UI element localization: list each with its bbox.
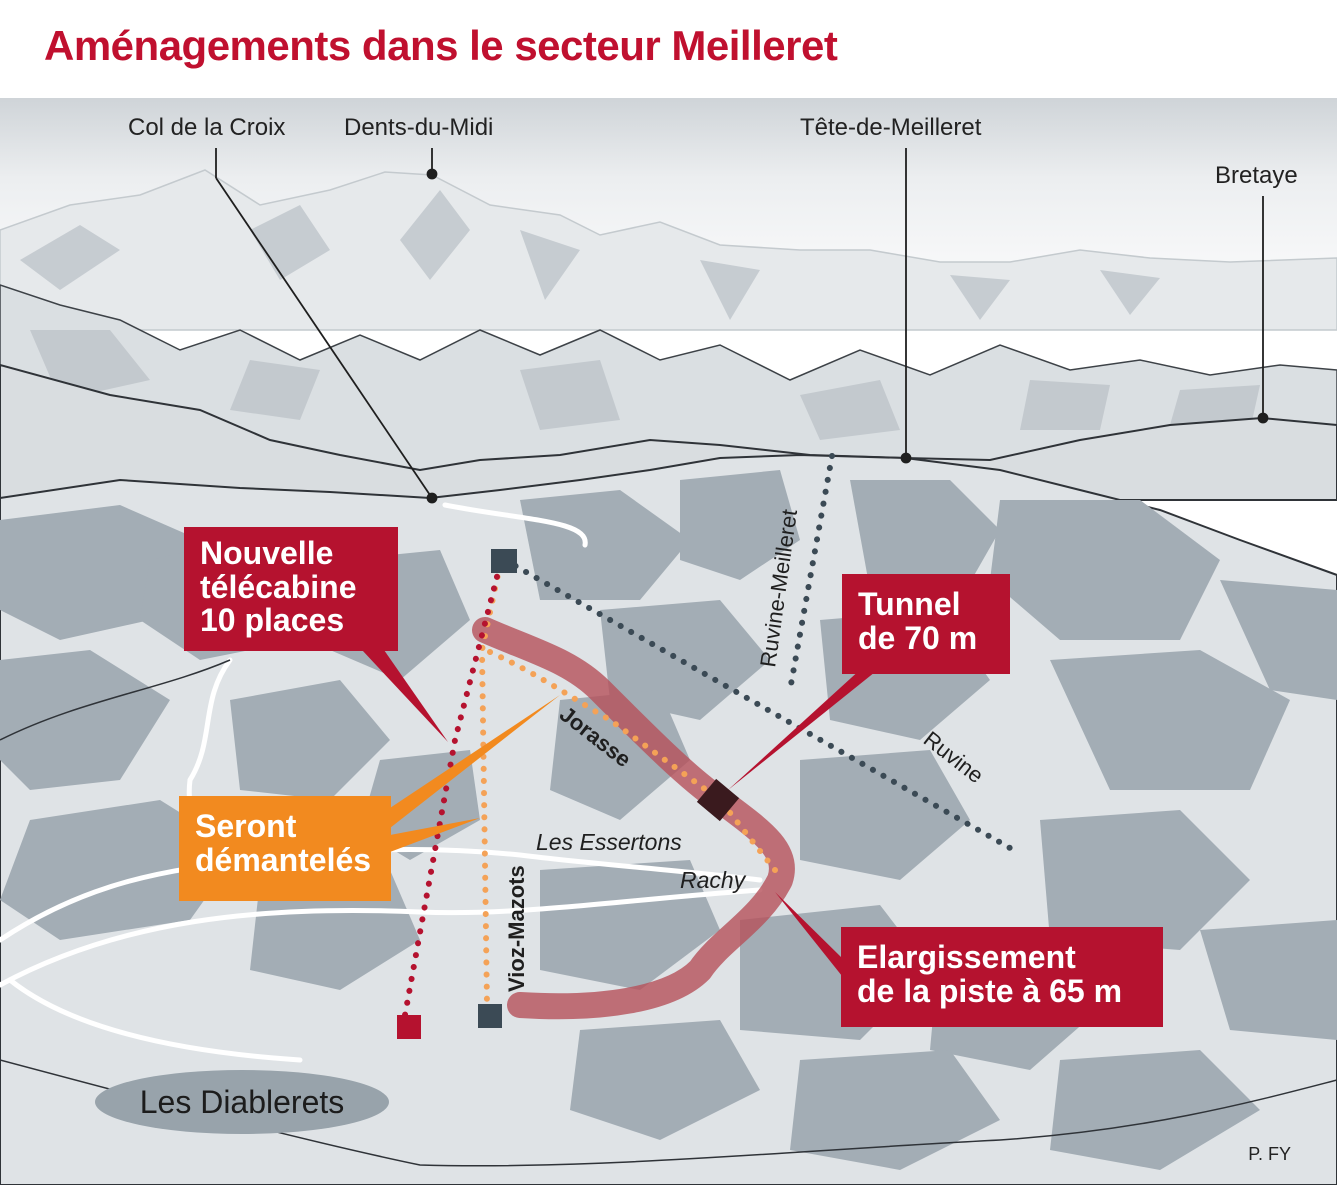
place-les-diablerets-label: Les Diablerets	[139, 1083, 345, 1120]
tunnel-pointer	[728, 668, 880, 790]
place-les-diablerets: Les Diablerets	[95, 1070, 389, 1134]
piste-pointer	[775, 892, 842, 976]
peak-bretaye: Bretaye	[1215, 162, 1298, 189]
callout-dismantled-line-1: Seront	[195, 808, 297, 844]
new-gondola-line	[402, 562, 503, 1018]
callout-new-gondola-line-1: Nouvelle	[200, 535, 334, 571]
dismantled-pointer-1	[390, 695, 560, 828]
label-les-essertons: Les Essertons	[536, 829, 682, 855]
far-mountains	[0, 169, 1337, 331]
callout-dismantled: Seront démantelés	[179, 796, 391, 901]
peak-tete-de-meilleret: Tête-de-Meilleret	[800, 114, 982, 141]
tunnel-marker	[696, 778, 740, 822]
callout-dismantled-line-2: démantelés	[195, 841, 372, 878]
callout-new-gondola-line-3: 10 places	[200, 602, 345, 639]
callout-piste-widening-line-1: Elargissement	[857, 939, 1076, 975]
map-title: Aménagements dans le secteur Meilleret	[44, 22, 838, 69]
label-rachy: Rachy	[680, 867, 747, 893]
telecabine-pointer	[362, 650, 448, 742]
top-station	[491, 549, 517, 573]
credit: P. FY	[1248, 1144, 1291, 1164]
callout-tunnel-line-2: de 70 m	[858, 619, 978, 656]
gondola-bottom-station	[397, 1015, 421, 1039]
callout-new-gondola: Nouvelle télécabine 10 places	[184, 527, 398, 651]
peak-dents-du-midi: Dents-du-Midi	[344, 114, 494, 141]
lift-jorasse	[487, 649, 778, 873]
existing-lifts	[502, 453, 1013, 851]
lift-vioz-mazots	[478, 562, 503, 1008]
vioz-mazots-bottom-station	[478, 1004, 502, 1028]
peak-col-de-la-croix: Col de la Croix	[128, 114, 286, 141]
dismantled-pointer-2	[390, 818, 480, 852]
callout-new-gondola-line-2: télécabine	[200, 568, 357, 605]
far-mountain-shadows	[20, 190, 1160, 320]
upper-ridge	[0, 363, 1337, 501]
removed-lifts	[478, 562, 778, 1008]
peak-leaders	[215, 148, 1269, 504]
callout-tunnel-line-1: Tunnel	[858, 586, 961, 622]
lift-ruvine	[502, 557, 1013, 851]
middle-range-shadows	[30, 330, 1260, 440]
lift-ruvine-meilleret	[787, 453, 835, 693]
middle-range	[0, 284, 1337, 471]
callout-piste-widening: Elargissement de la piste à 65 m	[841, 927, 1163, 1027]
label-vioz-mazots: Vioz-Mazots	[504, 865, 529, 992]
callout-tunnel: Tunnel de 70 m	[842, 574, 1010, 674]
callout-piste-widening-line-2: de la piste à 65 m	[857, 972, 1123, 1009]
piste-widening-band	[472, 617, 795, 1020]
forest-patches	[0, 470, 1337, 1170]
